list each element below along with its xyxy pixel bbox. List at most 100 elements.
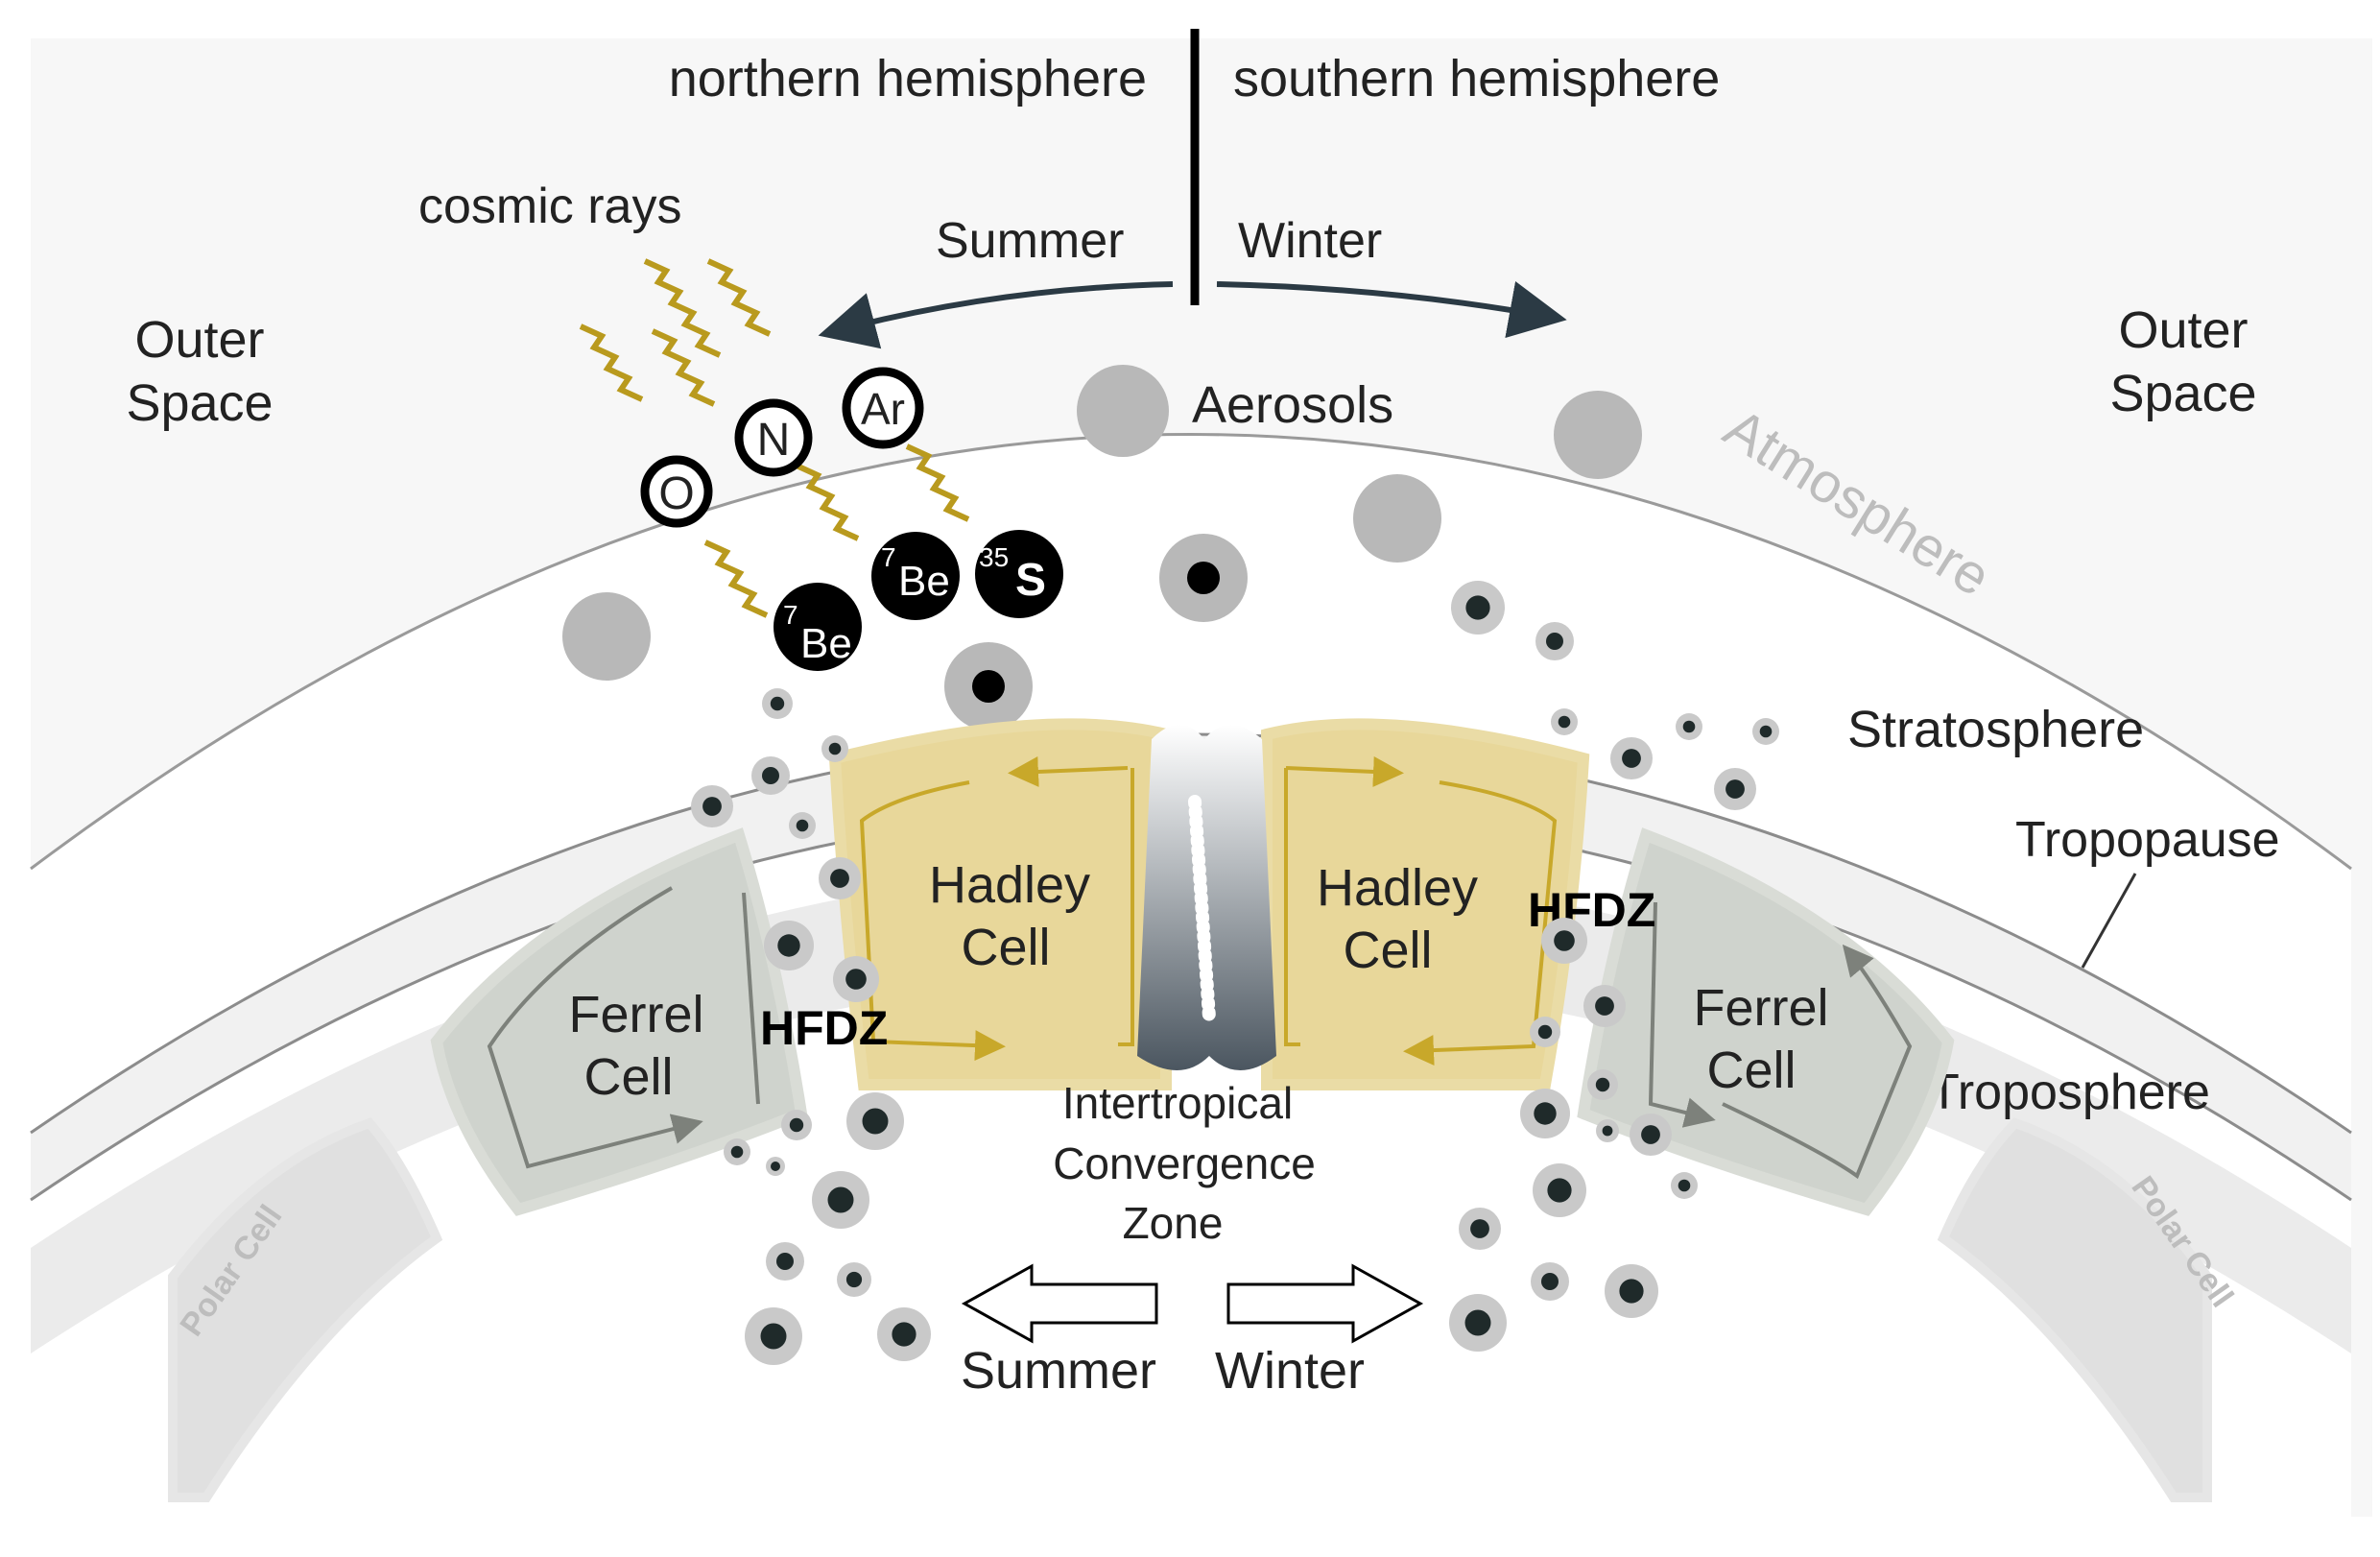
cosmic-ray xyxy=(795,463,860,541)
particle-core xyxy=(1534,1102,1557,1125)
summer-arrow-top xyxy=(818,281,1174,349)
beryllium-7-particle-lower: 7 Be xyxy=(774,583,862,671)
particle-core xyxy=(760,1323,787,1350)
particle-core xyxy=(1595,996,1614,1016)
cosmic-ray xyxy=(905,443,970,522)
particle-core xyxy=(702,797,722,816)
southern-hemisphere-label: southern hemisphere xyxy=(1233,50,1720,108)
argon-atom-label: Ar xyxy=(861,384,905,434)
particle-core xyxy=(845,1271,863,1288)
cosmic-ray xyxy=(579,323,644,402)
ferrel-right-line1: Ferrel xyxy=(1693,979,1828,1037)
particle-core xyxy=(1554,930,1575,951)
particle-core xyxy=(1641,1125,1660,1144)
summer-label-bottom: Summer xyxy=(961,1342,1156,1400)
itcz-updraft xyxy=(1188,795,1216,1024)
be7-superscript: 7 xyxy=(881,542,896,572)
particle-core xyxy=(1726,779,1745,799)
northern-hemisphere-label: northern hemisphere xyxy=(669,50,1147,108)
summer-label-top: Summer xyxy=(936,213,1124,269)
aerosols-label: Aerosols xyxy=(1192,376,1393,434)
particle-core xyxy=(777,934,800,957)
stratosphere-label: Stratosphere xyxy=(1847,701,2144,758)
nitrogen-atom-label: N xyxy=(757,415,791,466)
aerosol-particle xyxy=(1077,365,1169,457)
cosmic-ray xyxy=(703,539,769,618)
hadley-circulation-arrows xyxy=(859,755,1558,1066)
particle-core xyxy=(1602,1125,1613,1137)
cosmic-ray xyxy=(651,328,716,407)
cosmic-rays-label: cosmic rays xyxy=(418,179,681,234)
stratosphere-band xyxy=(31,734,2351,1200)
particle-core xyxy=(830,869,849,888)
tropopause-label: Tropopause xyxy=(2015,812,2280,868)
particle-core xyxy=(1470,1219,1489,1238)
ferrel-cell-left xyxy=(430,827,808,1216)
outer-space-right-line1: Outer xyxy=(2118,301,2248,359)
winter-label-bottom: Winter xyxy=(1215,1342,1365,1400)
winter-label-top: Winter xyxy=(1238,213,1382,269)
be7-superscript-lower: 7 xyxy=(783,600,798,630)
particle-core xyxy=(827,1186,854,1213)
sulfur-35-particle: 35 S xyxy=(975,530,1063,618)
particle-core xyxy=(1759,725,1773,738)
particle-core xyxy=(771,1162,780,1171)
particle-core xyxy=(1464,1309,1491,1336)
hadley-left-line1: Hadley xyxy=(929,856,1090,914)
outer-space-left-line2: Space xyxy=(126,374,273,432)
aerosol-particle xyxy=(1353,474,1441,563)
particle-core xyxy=(892,1322,916,1347)
particle-core xyxy=(762,767,779,784)
ferrel-right-line2: Cell xyxy=(1706,1042,1796,1099)
be7-symbol: Be xyxy=(898,558,950,605)
polar-cell-left xyxy=(168,1117,443,1502)
hadley-cell-right xyxy=(1261,718,1590,1090)
itcz-label-line1: Intertropical xyxy=(1062,1078,1293,1128)
particle-core xyxy=(1682,720,1696,733)
aerosol-particle xyxy=(1554,391,1642,479)
itcz-label-line2: Convergence xyxy=(1053,1138,1316,1188)
atmosphere-boundary xyxy=(30,433,2352,871)
s35-superscript: 35 xyxy=(979,542,1009,572)
troposphere-label: Troposphere xyxy=(1929,1065,2210,1120)
particle-core xyxy=(730,1145,744,1159)
particle-core xyxy=(1619,1279,1644,1304)
s35-symbol: S xyxy=(1015,555,1046,606)
summer-arrow-bottom xyxy=(961,1263,1158,1344)
winter-arrow-bottom xyxy=(1226,1263,1424,1344)
oxygen-atom: O xyxy=(640,455,713,528)
winter-arrow-top xyxy=(1216,280,1567,339)
particle-core xyxy=(770,696,785,711)
argon-atom: Ar xyxy=(842,367,924,449)
particle-core xyxy=(862,1108,889,1135)
tropopause-pointer xyxy=(2081,873,2137,969)
particle-core xyxy=(1541,1273,1559,1290)
cosmic-ray-group xyxy=(579,258,970,618)
particle-core xyxy=(828,742,842,755)
cosmic-ray xyxy=(643,258,722,358)
particle-core xyxy=(1537,1024,1553,1040)
hadley-right-line1: Hadley xyxy=(1317,859,1478,917)
polar-cell-right xyxy=(1937,1117,2212,1502)
aerosol-particle xyxy=(562,592,651,681)
hadley-right-line2: Cell xyxy=(1343,922,1432,979)
hfdz-left-label: HFDZ xyxy=(760,1001,888,1055)
outer-space-right-line2: Space xyxy=(2109,365,2256,422)
nitrogen-atom: N xyxy=(734,398,813,477)
particle-core xyxy=(796,819,809,832)
particle-core xyxy=(1558,715,1571,729)
ferrel-left-line1: Ferrel xyxy=(568,986,703,1043)
ferrel-left-line2: Cell xyxy=(583,1048,673,1106)
beryllium-7-particle: 7 Be xyxy=(871,532,960,620)
ferrel-circulation-arrows xyxy=(487,886,1913,1180)
cosmic-ray xyxy=(706,258,772,337)
particle-core xyxy=(1678,1179,1691,1192)
deposited-particle-group xyxy=(691,581,1779,1365)
particle-core xyxy=(1546,633,1563,650)
aerosol-group xyxy=(562,365,1642,731)
be7-symbol-lower: Be xyxy=(800,620,852,667)
particle-core xyxy=(845,969,867,990)
particle-core xyxy=(1622,749,1641,768)
particle-core xyxy=(1465,595,1490,620)
